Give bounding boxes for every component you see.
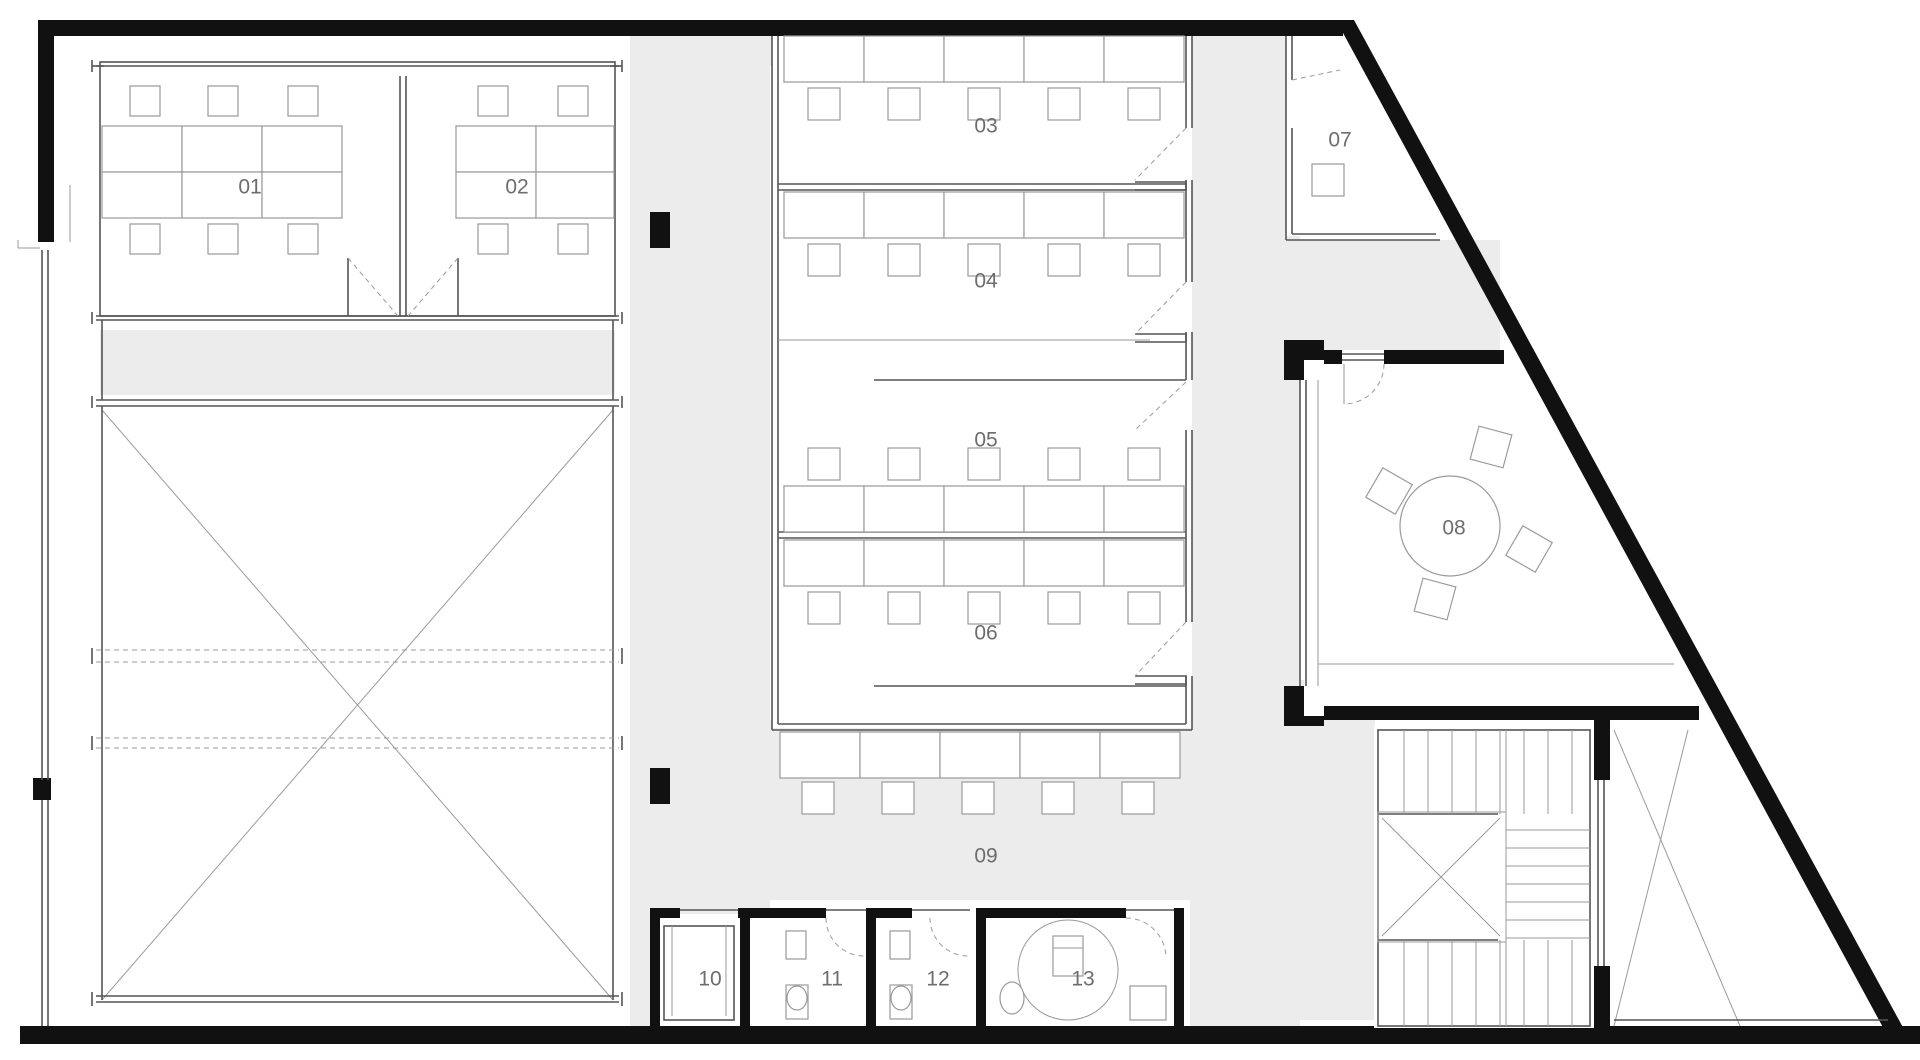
stair-core xyxy=(1374,726,1594,1028)
room-label-10: 10 xyxy=(698,968,721,991)
room-label-02: 02 xyxy=(505,176,528,199)
room-label-12: 12 xyxy=(926,968,949,991)
desks-office-03 xyxy=(783,35,1185,121)
room-labels: 01 02 03 04 05 06 07 08 09 10 11 12 13 xyxy=(238,115,1465,991)
desks-office-05 xyxy=(783,447,1185,533)
room-label-04: 04 xyxy=(974,270,998,293)
room-label-07: 07 xyxy=(1328,129,1351,152)
room-label-11: 11 xyxy=(821,968,843,991)
exterior-walls xyxy=(17,20,1920,1044)
room-07 xyxy=(1285,36,1440,241)
desks-office-01 xyxy=(101,85,343,255)
meeting-room-08 xyxy=(1299,350,1700,720)
desks-office-02 xyxy=(455,85,615,255)
room-label-06: 06 xyxy=(974,622,997,645)
stair-treads xyxy=(1403,730,1590,1026)
wc-block xyxy=(650,908,1184,1026)
desks-office-04 xyxy=(783,191,1185,277)
room-label-13: 13 xyxy=(1071,968,1094,991)
room-label-03: 03 xyxy=(974,115,997,138)
room-label-09: 09 xyxy=(974,845,997,868)
stair-divider-wall xyxy=(1594,720,1888,1027)
room-label-08: 08 xyxy=(1442,517,1465,540)
desks-office-06 xyxy=(783,539,1185,625)
room-label-05: 05 xyxy=(974,429,997,452)
room-label-01: 01 xyxy=(238,176,261,199)
open-workstations xyxy=(779,731,1181,815)
open-void xyxy=(91,60,623,1006)
office-01-02-block xyxy=(96,61,619,407)
